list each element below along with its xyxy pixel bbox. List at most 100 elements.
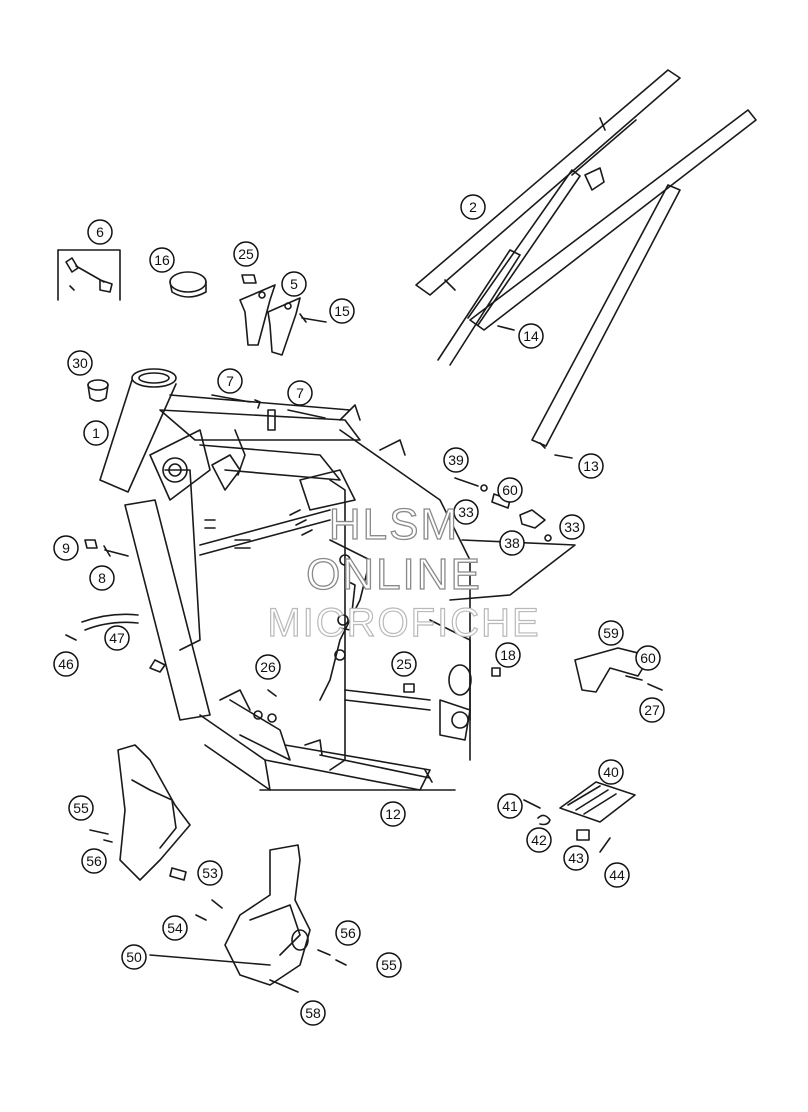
screw-part-b: [317, 949, 347, 966]
callout-circle: [497, 477, 523, 503]
callout-number: 38: [504, 535, 520, 551]
callout-circle: [380, 801, 406, 827]
callout-circle: [329, 298, 355, 324]
callout-number: 58: [305, 1005, 321, 1021]
callout-number: 50: [126, 949, 142, 965]
washer-part: [103, 839, 113, 843]
callout-circle: [563, 845, 589, 871]
callout-27: 27: [639, 697, 665, 723]
hose-part: [81, 613, 139, 631]
callout-circle: [121, 944, 147, 970]
callout-circle: [197, 860, 223, 886]
callout-9: 9: [53, 535, 79, 561]
bolt-part-14: [497, 325, 515, 331]
callout-18: 18: [495, 642, 521, 668]
callout-26: 26: [255, 654, 281, 680]
callout-circle: [104, 625, 130, 651]
callout-25: 25: [233, 241, 259, 267]
callout-circle: [83, 420, 109, 446]
callout-40: 40: [598, 759, 624, 785]
callout-number: 33: [564, 519, 580, 535]
callout-number: 30: [72, 355, 88, 371]
callout-circle: [635, 645, 661, 671]
callout-circle: [87, 219, 113, 245]
callout-60: 60: [635, 645, 661, 671]
callout-50: 50: [121, 944, 147, 970]
callout-circle: [67, 350, 93, 376]
callout-number: 5: [290, 276, 298, 292]
callout-circle: [499, 530, 525, 556]
callout-55: 55: [68, 795, 94, 821]
screw-part: [89, 829, 109, 835]
callout-53: 53: [197, 860, 223, 886]
callout-number: 7: [296, 385, 304, 401]
line-drawing: [57, 69, 757, 993]
callout-circle: [300, 1000, 326, 1026]
protection-strip-part-b: [287, 409, 326, 419]
callout-42: 42: [526, 827, 552, 853]
callout-number: 56: [86, 853, 102, 869]
callout-circle: [68, 795, 94, 821]
callout-13: 13: [578, 453, 604, 479]
callout-number: 55: [381, 957, 397, 973]
callout-circle: [287, 380, 313, 406]
callout-circle: [443, 447, 469, 473]
callout-number: 12: [385, 806, 401, 822]
callout-circle: [376, 952, 402, 978]
callout-39: 39: [443, 447, 469, 473]
callout-number: 25: [396, 656, 412, 672]
callout-number: 33: [458, 504, 474, 520]
callout-54: 54: [162, 915, 188, 941]
callout-58: 58: [300, 1000, 326, 1026]
callout-59: 59: [598, 620, 624, 646]
callout-number: 43: [568, 850, 584, 866]
nut-part: [241, 274, 257, 284]
callout-33: 33: [559, 514, 585, 540]
callout-number: 14: [523, 328, 539, 344]
callout-33: 33: [453, 499, 479, 525]
callout-7: 7: [217, 368, 243, 394]
callout-46: 46: [53, 651, 79, 677]
main-frame-part: [99, 368, 472, 791]
long-bolt-part: [319, 754, 433, 783]
callout-number: 25: [238, 246, 254, 262]
callout-60: 60: [497, 477, 523, 503]
callout-56: 56: [81, 848, 107, 874]
callout-number: 41: [502, 798, 518, 814]
nut-part-9: [84, 539, 98, 549]
callout-circle: [518, 323, 544, 349]
callout-number: 60: [502, 482, 518, 498]
callout-number: 18: [500, 647, 516, 663]
callout-number: 15: [334, 303, 350, 319]
bolt-part-13: [554, 454, 573, 459]
callout-25: 25: [391, 651, 417, 677]
callout-55: 55: [376, 952, 402, 978]
callout-number: 8: [98, 570, 106, 586]
callout-number: 9: [62, 540, 70, 556]
callout-number: 56: [340, 925, 356, 941]
screw-part-58: [269, 979, 299, 993]
callout-2: 2: [460, 194, 486, 220]
callout-number: 47: [109, 630, 125, 646]
callout-circle: [495, 642, 521, 668]
callout-circle: [598, 759, 624, 785]
callout-30: 30: [67, 350, 93, 376]
callout-number: 54: [167, 920, 183, 936]
callout-number: 53: [202, 865, 218, 881]
callout-circle: [81, 848, 107, 874]
callout-circle: [149, 247, 175, 273]
callout-15: 15: [329, 298, 355, 324]
callout-circle: [53, 651, 79, 677]
callout-number: 27: [644, 702, 660, 718]
callout-circle: [217, 368, 243, 394]
callout-circle: [162, 915, 188, 941]
callout-circle: [460, 194, 486, 220]
bolt-part-8: [103, 545, 129, 557]
callout-14: 14: [518, 323, 544, 349]
callout-number: 6: [96, 224, 104, 240]
callout-circle: [53, 535, 79, 561]
callout-circle: [255, 654, 281, 680]
protection-strip-part: [211, 394, 261, 409]
nut-part-25b: [403, 683, 415, 693]
